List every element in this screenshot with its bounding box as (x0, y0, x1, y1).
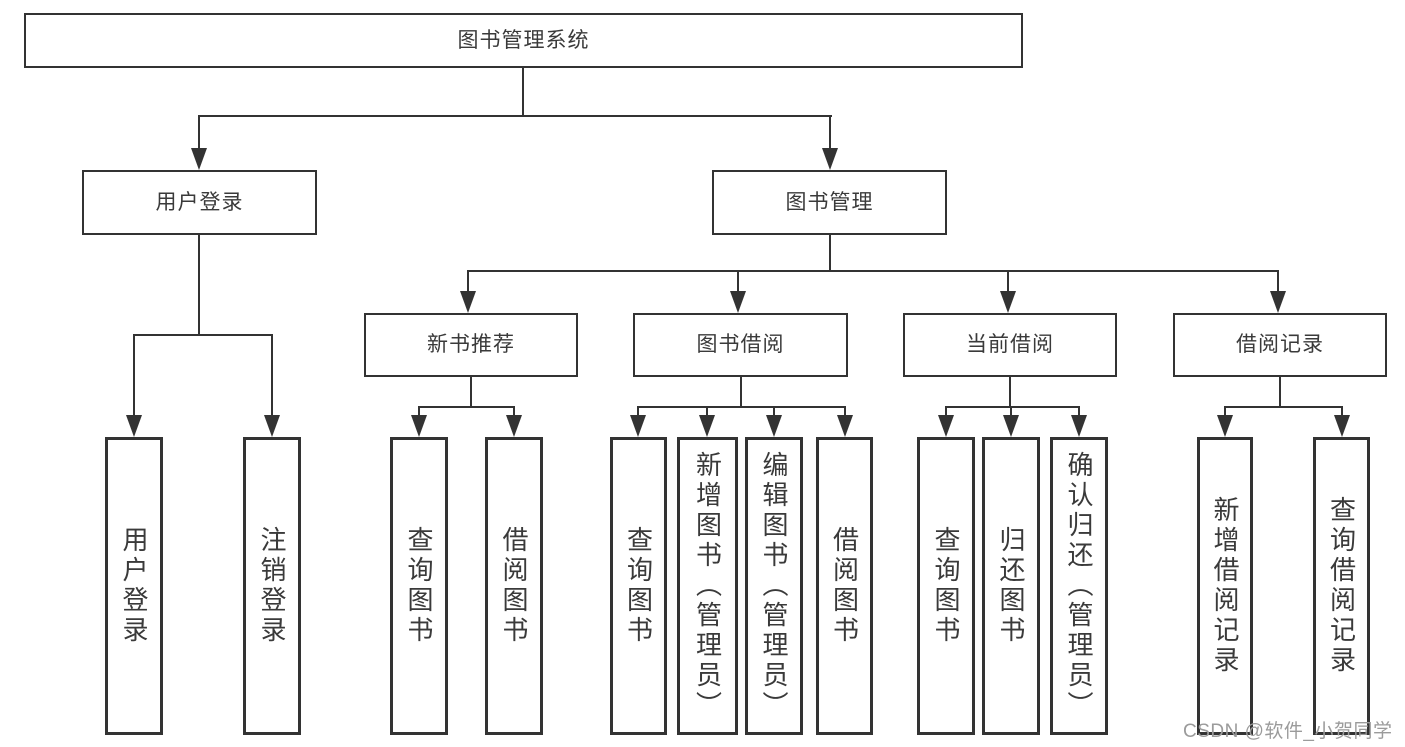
arrow-down-icon (1003, 415, 1019, 437)
leaf-user-login: 用户登录 (105, 437, 163, 735)
arrow-down-icon (837, 415, 853, 437)
leaf-return-books: 归还图书 (982, 437, 1040, 735)
leaf-logout: 注销登录 (243, 437, 301, 735)
node-book-borrow: 图书借阅 (633, 313, 848, 377)
watermark: CSDN @软件_小贺同学 (1183, 721, 1393, 742)
leaf-borrow-books: 借阅图书 (816, 437, 873, 735)
arrowheads (126, 148, 1350, 437)
arrow-down-icon (822, 148, 838, 170)
node-user-login: 用户登录 (82, 170, 317, 235)
arrow-down-icon (460, 291, 476, 313)
node-current-borrow: 当前借阅 (903, 313, 1117, 377)
arrow-down-icon (630, 415, 646, 437)
arrow-down-icon (1334, 415, 1350, 437)
leaf-add-borrow-record: 新增借阅记录 (1197, 437, 1253, 735)
leaf-query-books-recommend: 查询图书 (390, 437, 448, 735)
leaf-confirm-return-admin: 确认归还（管理员） (1050, 437, 1108, 735)
node-library-system: 图书管理系统 (24, 13, 1023, 68)
arrow-down-icon (1270, 291, 1286, 313)
arrow-down-icon (938, 415, 954, 437)
arrow-down-icon (1000, 291, 1016, 313)
leaf-borrow-books-recommend: 借阅图书 (485, 437, 543, 735)
leaf-query-borrow-record: 查询借阅记录 (1313, 437, 1370, 735)
arrow-down-icon (766, 415, 782, 437)
leaf-add-book-admin: 新增图书（管理员） (677, 437, 738, 735)
arrow-down-icon (191, 148, 207, 170)
node-borrow-records: 借阅记录 (1173, 313, 1387, 377)
leaf-query-books-borrow: 查询图书 (610, 437, 667, 735)
leaf-query-books-current: 查询图书 (917, 437, 975, 735)
arrow-down-icon (730, 291, 746, 313)
arrow-down-icon (506, 415, 522, 437)
arrow-down-icon (126, 415, 142, 437)
arrow-down-icon (411, 415, 427, 437)
arrow-down-icon (1071, 415, 1087, 437)
node-new-book-recommend: 新书推荐 (364, 313, 578, 377)
node-book-management: 图书管理 (712, 170, 947, 235)
arrow-down-icon (1217, 415, 1233, 437)
arrow-down-icon (264, 415, 280, 437)
leaf-edit-book-admin: 编辑图书（管理员） (745, 437, 803, 735)
connector-path (133, 68, 1343, 420)
arrow-down-icon (699, 415, 715, 437)
